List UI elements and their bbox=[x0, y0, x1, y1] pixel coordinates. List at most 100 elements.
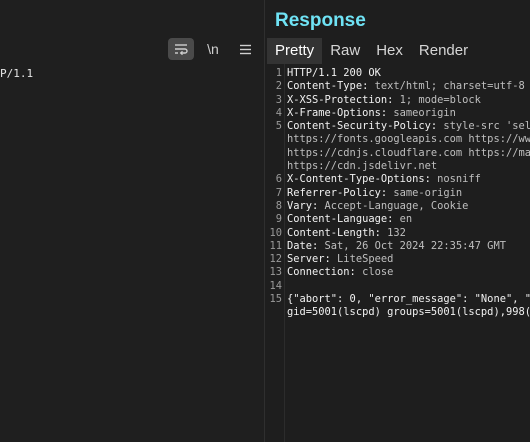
line-number bbox=[265, 133, 282, 146]
menu-button[interactable] bbox=[232, 38, 258, 60]
line-number: 10 bbox=[269, 226, 282, 239]
code-line[interactable]: https://fonts.googleapis.com https://ww bbox=[265, 133, 530, 146]
request-line-text[interactable]: P/1.1 bbox=[0, 67, 34, 80]
line-number: 12 bbox=[269, 253, 282, 266]
line-number: 3 bbox=[275, 93, 282, 106]
line-text: Server: LiteSpeed bbox=[282, 253, 393, 266]
pane-divider[interactable] bbox=[264, 0, 265, 442]
show-newlines-button[interactable]: \n bbox=[200, 38, 226, 60]
line-text: Content-Security-Policy: style-src 'sel bbox=[282, 120, 530, 133]
header-value: 132 bbox=[380, 226, 406, 239]
line-number: 14 bbox=[269, 279, 282, 292]
tab-raw[interactable]: Raw bbox=[330, 42, 361, 59]
line-number: 9 bbox=[275, 213, 282, 226]
line-number: 4 bbox=[275, 106, 282, 119]
line-number bbox=[265, 306, 282, 319]
code-line[interactable]: gid=5001(lscpd) groups=5001(lscpd),998( bbox=[265, 306, 530, 319]
line-number-gutter bbox=[265, 64, 285, 442]
line-number bbox=[265, 160, 282, 173]
line-text: Date: Sat, 26 Oct 2024 22:35:47 GMT bbox=[282, 240, 506, 253]
line-text: https://cdnjs.cloudflare.com https://ma bbox=[282, 147, 530, 160]
header-value: Sat, 26 Oct 2024 22:35:47 GMT bbox=[318, 239, 506, 252]
line-text: X-Frame-Options: sameorigin bbox=[282, 107, 456, 120]
header-key: {"abort": 0, "error_message": "None", " bbox=[287, 293, 530, 306]
header-value: same-origin bbox=[387, 186, 463, 199]
header-key: Content-Language: bbox=[287, 213, 394, 226]
header-value: close bbox=[355, 266, 394, 279]
header-key: Connection: bbox=[287, 266, 356, 279]
line-text: {"abort": 0, "error_message": "None", " bbox=[282, 293, 530, 306]
line-text bbox=[282, 280, 287, 293]
header-value: style-src 'sel bbox=[437, 120, 530, 133]
header-key: X-Frame-Options: bbox=[287, 106, 388, 119]
line-text: X-Content-Type-Options: nosniff bbox=[282, 173, 481, 186]
line-text: https://fonts.googleapis.com https://ww bbox=[282, 133, 530, 146]
header-value: https://cdnjs.cloudflare.com https://ma bbox=[287, 146, 530, 159]
header-key: X-Content-Type-Options: bbox=[287, 173, 431, 186]
header-value: https://fonts.googleapis.com https://ww bbox=[287, 133, 530, 146]
header-value: Accept-Language, Cookie bbox=[318, 199, 469, 212]
tab-hex[interactable]: Hex bbox=[376, 42, 403, 59]
header-value: text/html; charset=utf-8 bbox=[368, 80, 525, 93]
line-text: https://cdn.jsdelivr.net bbox=[282, 160, 437, 173]
wrap-lines-button[interactable] bbox=[168, 38, 194, 60]
code-line[interactable]: 14 bbox=[265, 280, 530, 293]
line-number: 5 bbox=[275, 120, 282, 133]
line-text: Connection: close bbox=[282, 266, 393, 279]
code-line[interactable]: 1 HTTP/1.1 200 OK bbox=[265, 67, 530, 80]
tab-pretty[interactable]: Pretty bbox=[267, 38, 323, 64]
line-text: Content-Language: en bbox=[282, 213, 412, 226]
header-key: HTTP/1.1 200 OK bbox=[287, 67, 381, 79]
header-key: Server: bbox=[287, 253, 331, 266]
wrap-lines-icon bbox=[175, 44, 188, 55]
header-value: https://cdn.jsdelivr.net bbox=[287, 160, 438, 173]
response-view-tabs: Pretty Raw Hex Render bbox=[267, 38, 476, 64]
line-number: 6 bbox=[275, 173, 282, 186]
header-key: Date: bbox=[287, 239, 319, 252]
request-pane: \n P/1.1 bbox=[0, 0, 264, 442]
header-value: sameorigin bbox=[387, 106, 456, 119]
line-text: Vary: Accept-Language, Cookie bbox=[282, 200, 468, 213]
line-text: Content-Length: 132 bbox=[282, 227, 406, 240]
line-number: 8 bbox=[275, 199, 282, 212]
line-number: 11 bbox=[269, 239, 282, 252]
response-pane: Response Pretty Raw Hex Render 1 HTTP/1.1… bbox=[265, 0, 530, 442]
line-text: gid=5001(lscpd) groups=5001(lscpd),998( bbox=[282, 306, 530, 319]
header-value: nosniff bbox=[430, 173, 481, 186]
header-key: Referrer-Policy: bbox=[287, 186, 388, 199]
line-number: 2 bbox=[275, 80, 282, 93]
header-key: X-XSS-Protection: bbox=[287, 93, 394, 106]
newline-toggle-label: \n bbox=[207, 41, 219, 57]
line-number: 15 bbox=[269, 293, 282, 306]
code-line[interactable]: https://cdn.jsdelivr.net bbox=[265, 160, 530, 173]
request-toolbar: \n bbox=[162, 38, 258, 60]
header-key: Content-Length: bbox=[287, 226, 381, 239]
code-line[interactable]: https://cdnjs.cloudflare.com https://ma bbox=[265, 147, 530, 160]
header-key: gid=5001(lscpd) groups=5001(lscpd),998( bbox=[287, 306, 530, 319]
line-text: Content-Type: text/html; charset=utf-8 bbox=[282, 80, 525, 93]
header-key: Content-Type: bbox=[287, 80, 369, 93]
line-text: HTTP/1.1 200 OK bbox=[282, 67, 381, 80]
line-number: 1 bbox=[275, 67, 282, 79]
code-line[interactable]: 15 {"abort": 0, "error_message": "None", … bbox=[265, 293, 530, 306]
line-text: Referrer-Policy: same-origin bbox=[282, 187, 462, 200]
header-key: Content-Security-Policy: bbox=[287, 120, 438, 133]
line-text: X-XSS-Protection: 1; mode=block bbox=[282, 94, 481, 107]
line-number: 13 bbox=[269, 266, 282, 279]
tab-render[interactable]: Render bbox=[418, 42, 469, 59]
response-title: Response bbox=[275, 10, 366, 31]
